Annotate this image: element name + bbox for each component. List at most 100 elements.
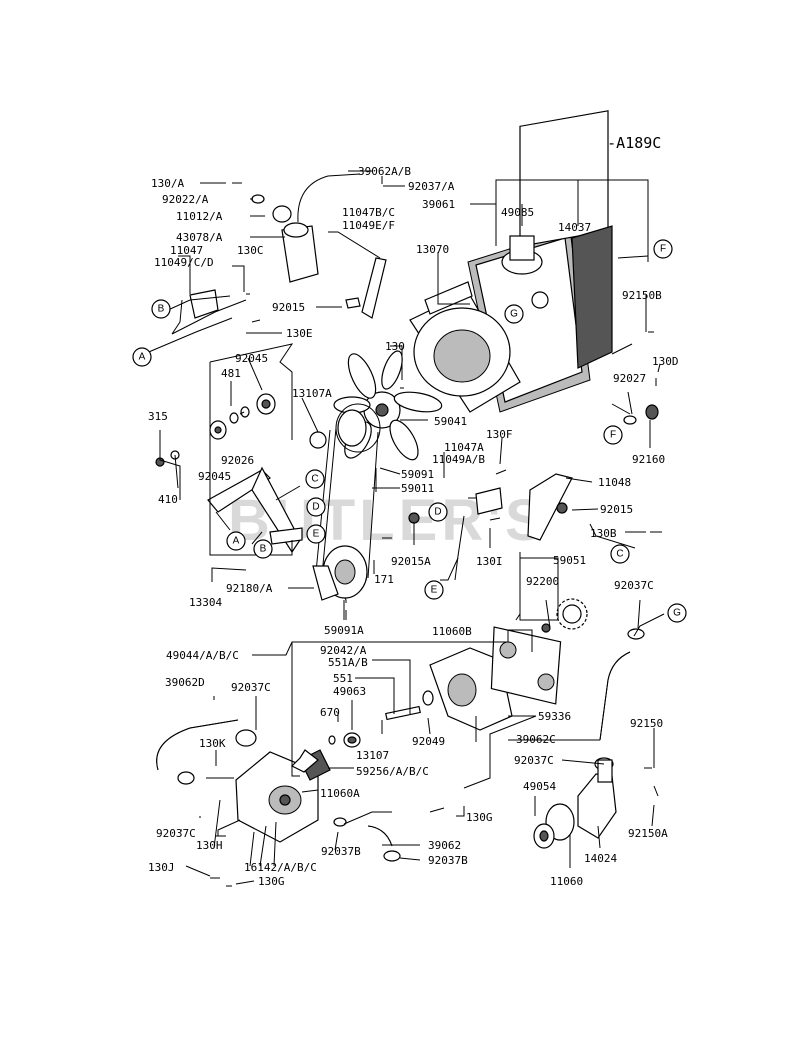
part-label: 14024 — [584, 852, 617, 865]
part-label: 92037/A — [408, 180, 455, 193]
part-label: 171 — [374, 573, 394, 586]
part-label: 410 — [158, 493, 178, 506]
part-label: 59011 — [401, 482, 434, 495]
part-label: 130K — [199, 737, 226, 750]
callout-c-mid: C — [311, 474, 318, 485]
part-label: 92037B — [321, 845, 361, 858]
part-label: 11060B — [432, 625, 472, 638]
part-label: 92042/A — [320, 644, 367, 657]
callout-a-bracket: A — [233, 536, 240, 547]
part-label: 92027 — [613, 372, 646, 385]
part-label: 13304 — [189, 596, 222, 609]
part-label: 130G — [466, 811, 493, 824]
callout-f-right: F — [610, 430, 616, 441]
part-label: 92150B — [622, 289, 662, 302]
part-label: 59336 — [538, 710, 571, 723]
part-label: 49054 — [523, 780, 556, 793]
part-label: 92026 — [221, 454, 254, 467]
part-label: 59091A — [324, 624, 364, 637]
part-label: 39062C — [516, 733, 556, 746]
part-drawings — [155, 110, 662, 887]
bolts-drawing — [210, 182, 662, 887]
part-label: 92037C — [514, 754, 554, 767]
part-label: 92049 — [412, 735, 445, 748]
part-label: 59091 — [401, 468, 434, 481]
callout-d-mid: D — [312, 502, 319, 513]
part-label: 39062D — [165, 676, 205, 689]
part-label: 11049E/F — [342, 219, 395, 232]
part-label: 92037C — [614, 579, 654, 592]
part-label: 11047B/C — [342, 206, 395, 219]
callouts: F G B A C D E A B F D C E G — [132, 239, 687, 623]
fan-belt-drawing — [312, 403, 381, 601]
part-label: 11048 — [598, 476, 631, 489]
part-label: 13107 — [356, 749, 389, 762]
part-label: 11047A — [444, 441, 484, 454]
part-label: 92037C — [156, 827, 196, 840]
part-label: 92037B — [428, 854, 468, 867]
bearing-drawing — [155, 393, 659, 524]
part-label: 13107A — [292, 387, 332, 400]
part-label: 92150A — [628, 827, 668, 840]
part-label: 59051 — [553, 554, 586, 567]
part-label: 130B — [590, 527, 617, 540]
part-label: 130/A — [151, 177, 184, 190]
gear-drawing — [541, 598, 588, 633]
part-label: 39062A/B — [358, 165, 411, 178]
part-label: 11060 — [550, 875, 583, 888]
part-label: 92015A — [391, 555, 431, 568]
part-label: 43078/A — [176, 231, 223, 244]
part-label: 130 — [385, 340, 405, 353]
part-label: 92045 — [198, 470, 231, 483]
part-label: 49063 — [333, 685, 366, 698]
part-label: 39062 — [428, 839, 461, 852]
part-label: 670 — [320, 706, 340, 719]
part-label: 92180/A — [226, 582, 273, 595]
part-label: 130E — [286, 327, 313, 340]
part-label: 130D — [652, 355, 679, 368]
part-label: 130J — [148, 861, 175, 874]
callout-e-mid: E — [313, 529, 320, 540]
part-label: 39061 — [422, 198, 455, 211]
callout-d-right: D — [434, 507, 441, 518]
thermostat-drawing — [533, 759, 617, 849]
part-label: 13070 — [416, 243, 449, 256]
part-label: 92015 — [600, 503, 633, 516]
hose-drawing — [156, 628, 645, 862]
callout-g-top: G — [510, 309, 518, 320]
fan-shroud-drawing — [409, 281, 521, 413]
leader-lines — [143, 170, 665, 885]
callout-c-right: C — [616, 549, 623, 560]
reservoir-drawing — [251, 173, 361, 283]
part-label: 92037C — [231, 681, 271, 694]
bracket-drawing — [189, 257, 573, 554]
part-label: 315 — [148, 410, 168, 423]
part-label: 130I — [476, 555, 503, 568]
part-label: 92015 — [272, 301, 305, 314]
part-labels: 39062A/B 92037/A 130/A 92022/A 11012/A 4… — [148, 165, 679, 888]
part-label: 59256/A/B/C — [356, 765, 429, 778]
callout-a-left: A — [139, 352, 146, 363]
part-label: 11049A/B — [432, 453, 485, 466]
part-label: 11012/A — [176, 210, 223, 223]
callout-f-top: F — [660, 244, 666, 255]
callout-b-bracket: B — [260, 544, 267, 555]
part-label: 49044/A/B/C — [166, 649, 239, 662]
part-label: 49085 — [501, 206, 534, 219]
water-pump-drawing — [235, 626, 562, 843]
callout-b-left: B — [158, 304, 165, 315]
part-label: 92022/A — [162, 193, 209, 206]
part-label: 16142/A/B/C — [244, 861, 317, 874]
part-label: 92200 — [526, 575, 559, 588]
part-label: 130H — [196, 839, 223, 852]
part-label: 14037 — [558, 221, 591, 234]
part-label: 551A/B — [328, 656, 368, 669]
part-label: 551 — [333, 672, 353, 685]
part-label: 130F — [486, 428, 513, 441]
part-label: 130C — [237, 244, 264, 257]
part-label: 481 — [221, 367, 241, 380]
part-label: 92045 — [235, 352, 268, 365]
part-label: 130G — [258, 875, 285, 888]
